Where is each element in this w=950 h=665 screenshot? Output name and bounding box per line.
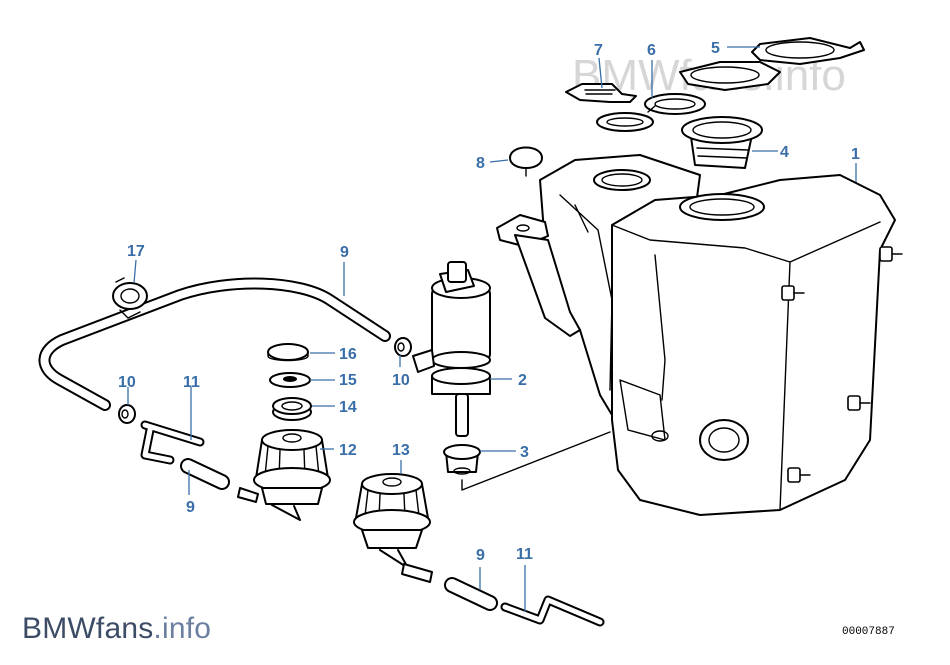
callout-6: 6 — [647, 42, 656, 59]
callout-1: 1 — [851, 146, 860, 163]
callout-5: 5 — [711, 40, 720, 57]
callout-17: 17 — [127, 243, 145, 260]
callout-11-right: 11 — [516, 546, 533, 563]
washer-hose-short-right[interactable] — [444, 577, 498, 611]
callout-10-left: 10 — [118, 374, 136, 391]
cap-plug[interactable] — [509, 146, 543, 177]
hose-connector-11-left[interactable] — [140, 420, 205, 465]
seal-gasket-5[interactable] — [679, 37, 865, 91]
washer-pump-13[interactable] — [353, 473, 433, 583]
washer-hose-short-left[interactable] — [180, 458, 230, 490]
hose-connector-10-left[interactable] — [118, 404, 136, 424]
leader-lines — [127, 46, 857, 612]
hose-connector-10-right[interactable] — [394, 337, 412, 357]
callout-11-left: 11 — [183, 374, 200, 391]
washer-hose-long[interactable] — [38, 277, 391, 411]
callout-10-right: 10 — [392, 372, 410, 389]
hose-clip[interactable] — [112, 277, 148, 319]
reservoir-tank[interactable] — [496, 154, 903, 516]
callout-3: 3 — [520, 444, 529, 461]
callout-4: 4 — [780, 144, 789, 161]
callouts: 1 2 3 4 5 6 7 8 9 9 9 10 10 11 11 12 13 … — [118, 40, 860, 564]
watermark-bottom: BMWfans.info — [22, 612, 212, 645]
callout-9-hose-top: 9 — [340, 244, 349, 261]
callout-9-hose-right: 9 — [476, 547, 485, 564]
callout-15: 15 — [339, 372, 357, 389]
callout-9-hose-left: 9 — [186, 499, 195, 516]
grommet-14[interactable] — [272, 397, 312, 421]
seal-ring-6[interactable] — [596, 93, 706, 132]
seal-16[interactable] — [267, 343, 309, 362]
rubber-grommet[interactable] — [443, 444, 481, 475]
callout-2: 2 — [518, 372, 527, 389]
callout-12: 12 — [339, 442, 357, 459]
callout-16: 16 — [339, 346, 357, 363]
drawing-number: 00007887 — [842, 626, 895, 638]
callout-13: 13 — [392, 442, 410, 459]
washer-pump[interactable] — [412, 261, 491, 437]
seal-cap-7[interactable] — [565, 83, 637, 103]
washer-15[interactable] — [269, 372, 311, 388]
filler-neck-adapter[interactable] — [681, 116, 763, 169]
washer-pump-12[interactable] — [237, 429, 331, 521]
callout-7: 7 — [594, 42, 603, 59]
callout-14: 14 — [339, 399, 357, 416]
callout-8: 8 — [476, 155, 485, 172]
hose-connector-11-right[interactable] — [500, 595, 605, 627]
